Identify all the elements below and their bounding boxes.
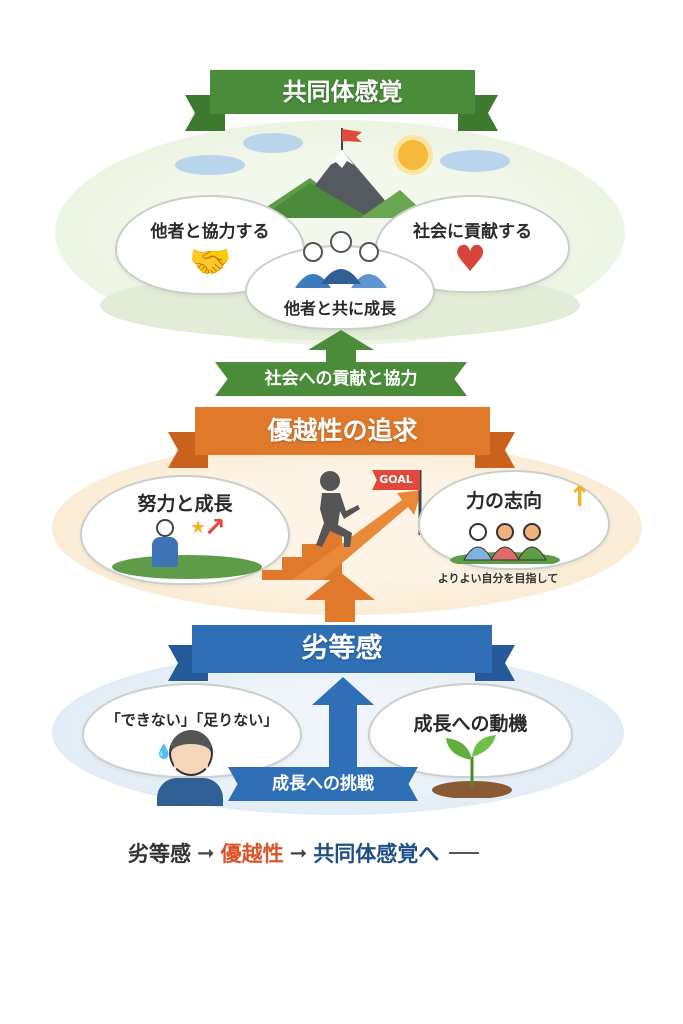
inferiority-band: 成長への挑戦: [228, 767, 418, 801]
inferiority-title-banner: 劣等感: [192, 625, 492, 673]
heart-globe-icon: ♥: [454, 239, 487, 280]
superiority-title-banner: 優越性の追求: [195, 407, 490, 455]
sweat-drop-icon: 💧: [155, 744, 173, 760]
people-group-icon: [295, 231, 387, 288]
community-title-banner: 共同体感覚: [210, 70, 475, 114]
summary-step-community: 共同体感覚へ: [313, 842, 440, 866]
power-caption: よりよい自分を目指して: [437, 572, 559, 585]
bubble-grow-together: 他者と共に成長: [245, 245, 435, 330]
trailing-line: [449, 852, 480, 854]
summary-step-inferiority: 劣等感: [128, 842, 191, 866]
handshake-icon: 🤝: [189, 242, 232, 282]
sun-icon: [398, 140, 428, 170]
cloud-icon: [243, 133, 303, 153]
group-icon: [450, 523, 560, 564]
star-icon: ★: [190, 517, 207, 538]
bubble-contribute: 社会に貢献する ♥: [375, 195, 570, 293]
sad-person-icon: 💧: [155, 730, 225, 806]
bubble-power-orientation: 力の志向 ↑: [418, 470, 610, 570]
mountain-icon: [250, 128, 430, 218]
stairs-goal-illustration: [262, 470, 422, 580]
goal-flag: GOAL: [372, 470, 420, 490]
up-arrow-blue: [312, 677, 374, 787]
arrow-right-icon: ➞: [197, 841, 215, 865]
arrow-right-icon: ➞: [289, 841, 308, 865]
summary-flow: 劣等感 ➞ 優越性 ➞ 共同体感覚へ: [128, 838, 480, 868]
up-arrow-green: [308, 330, 374, 366]
cloud-icon: [440, 150, 510, 172]
up-arrow-orange: [305, 572, 375, 622]
bush: [112, 555, 262, 579]
up-arrow-icon: ↑: [568, 480, 592, 513]
bubble-effort-growth: 努力と成長 ★ ↗: [80, 475, 290, 585]
person-icon: [152, 519, 178, 569]
cloud-icon: [175, 155, 245, 175]
summary-step-superiority: 優越性: [220, 842, 284, 866]
community-band: 社会への貢献と協力: [215, 362, 467, 396]
rising-arrow-icon: ↗: [204, 513, 226, 543]
sprout-icon: [432, 735, 512, 798]
